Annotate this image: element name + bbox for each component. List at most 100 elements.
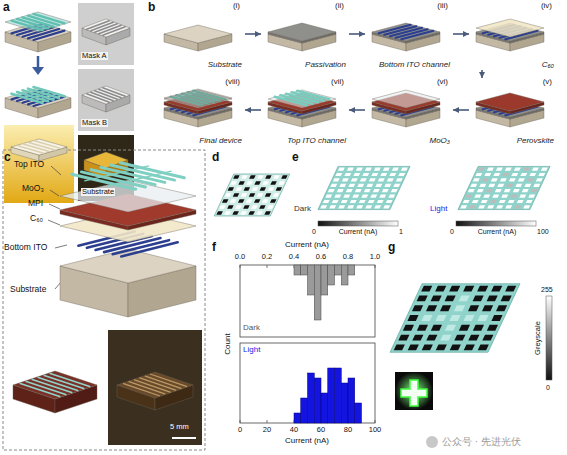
layer-top xyxy=(11,139,67,155)
pixel xyxy=(378,178,385,181)
pixel xyxy=(531,189,538,192)
axis-label: Count xyxy=(224,333,233,354)
watermark-icon xyxy=(426,436,438,448)
pixel xyxy=(343,194,350,197)
leader-line xyxy=(48,220,60,225)
layer-top xyxy=(60,180,196,212)
pixel xyxy=(477,189,484,192)
layer-top xyxy=(5,88,71,108)
pixel xyxy=(273,193,279,197)
pixel xyxy=(501,295,512,301)
tick-label: 0.2 xyxy=(262,253,272,261)
pixel xyxy=(421,286,432,292)
layer-label: MoO₃ xyxy=(22,184,44,193)
pixel xyxy=(361,194,368,197)
histogram-bar xyxy=(314,378,321,423)
layer-top xyxy=(164,25,232,43)
pixel xyxy=(473,178,480,181)
pixel xyxy=(527,178,534,181)
histogram-bar xyxy=(308,265,315,295)
pixel xyxy=(246,181,252,185)
tick-label: 1.0 xyxy=(370,253,380,261)
condition-label: Dark xyxy=(294,205,311,214)
pixel xyxy=(248,211,254,215)
pixel xyxy=(497,184,504,187)
pixel xyxy=(228,187,234,191)
pixel xyxy=(417,295,428,301)
pixel xyxy=(491,315,502,321)
inset-image xyxy=(395,372,433,410)
array-sheet xyxy=(458,166,550,209)
generated-illustration xyxy=(5,12,550,423)
process-step: (iii)Bottom ITO channel xyxy=(366,2,452,70)
step-label: Substrate xyxy=(208,61,242,70)
pixel xyxy=(240,211,246,215)
layer-top xyxy=(13,371,97,399)
pixel xyxy=(486,189,493,192)
pixel xyxy=(267,205,273,209)
pixel-array xyxy=(214,174,290,216)
pixel-array xyxy=(390,284,520,353)
condition-label: Light xyxy=(430,205,447,214)
pixel-array xyxy=(318,166,410,209)
pixel xyxy=(475,173,482,176)
tick-label: 0.8 xyxy=(343,253,353,261)
pixel xyxy=(236,187,242,191)
pixel xyxy=(468,335,479,341)
pixel xyxy=(273,175,279,179)
axis-tick xyxy=(375,420,376,423)
pixel xyxy=(496,305,507,311)
pixel xyxy=(483,194,490,197)
pixel xyxy=(333,178,340,181)
pixel xyxy=(499,200,506,203)
pixel xyxy=(352,194,359,197)
tick-label: 0 xyxy=(450,228,454,236)
pixel xyxy=(216,211,222,215)
pixel xyxy=(246,199,252,203)
histogram-bar xyxy=(355,403,362,423)
electrode-channel xyxy=(33,14,64,23)
layer-top xyxy=(84,152,128,168)
pixel xyxy=(513,189,520,192)
pixel xyxy=(365,167,372,170)
colorbar xyxy=(318,221,398,226)
pixel xyxy=(374,205,381,208)
tick-label: 0 xyxy=(312,228,316,236)
pixel xyxy=(515,184,522,187)
pixel xyxy=(387,178,394,181)
layer-label: MPI xyxy=(28,199,43,208)
pixel xyxy=(268,187,274,191)
step-label: C₆₀ xyxy=(542,61,554,70)
histogram-bar xyxy=(308,373,315,423)
pixel xyxy=(238,181,244,185)
pixel xyxy=(496,167,503,170)
process-arrow xyxy=(349,109,365,111)
pixel xyxy=(366,184,373,187)
pixel xyxy=(421,315,432,321)
pixel xyxy=(478,344,489,350)
histogram-bar xyxy=(328,368,335,423)
pixel xyxy=(426,335,437,341)
pixel xyxy=(227,205,233,209)
pixel xyxy=(353,173,360,176)
tick-label: 1 xyxy=(399,228,403,236)
pixel xyxy=(477,286,488,292)
process-arrow xyxy=(37,56,40,68)
process-step: (vi)MoO₃ xyxy=(366,78,452,146)
pixel xyxy=(382,189,389,192)
pixel xyxy=(359,200,366,203)
histogram-bar xyxy=(348,378,355,423)
pixel xyxy=(325,194,332,197)
mask-photo xyxy=(78,69,134,131)
pixel xyxy=(244,187,250,191)
pixel xyxy=(510,194,517,197)
pixel xyxy=(491,286,502,292)
pixel xyxy=(265,193,271,197)
pixel xyxy=(482,305,493,311)
axis-tick xyxy=(267,420,268,423)
pixel xyxy=(368,200,375,203)
pixel xyxy=(509,178,516,181)
pixel xyxy=(469,205,476,208)
electrode-channel xyxy=(107,171,171,186)
